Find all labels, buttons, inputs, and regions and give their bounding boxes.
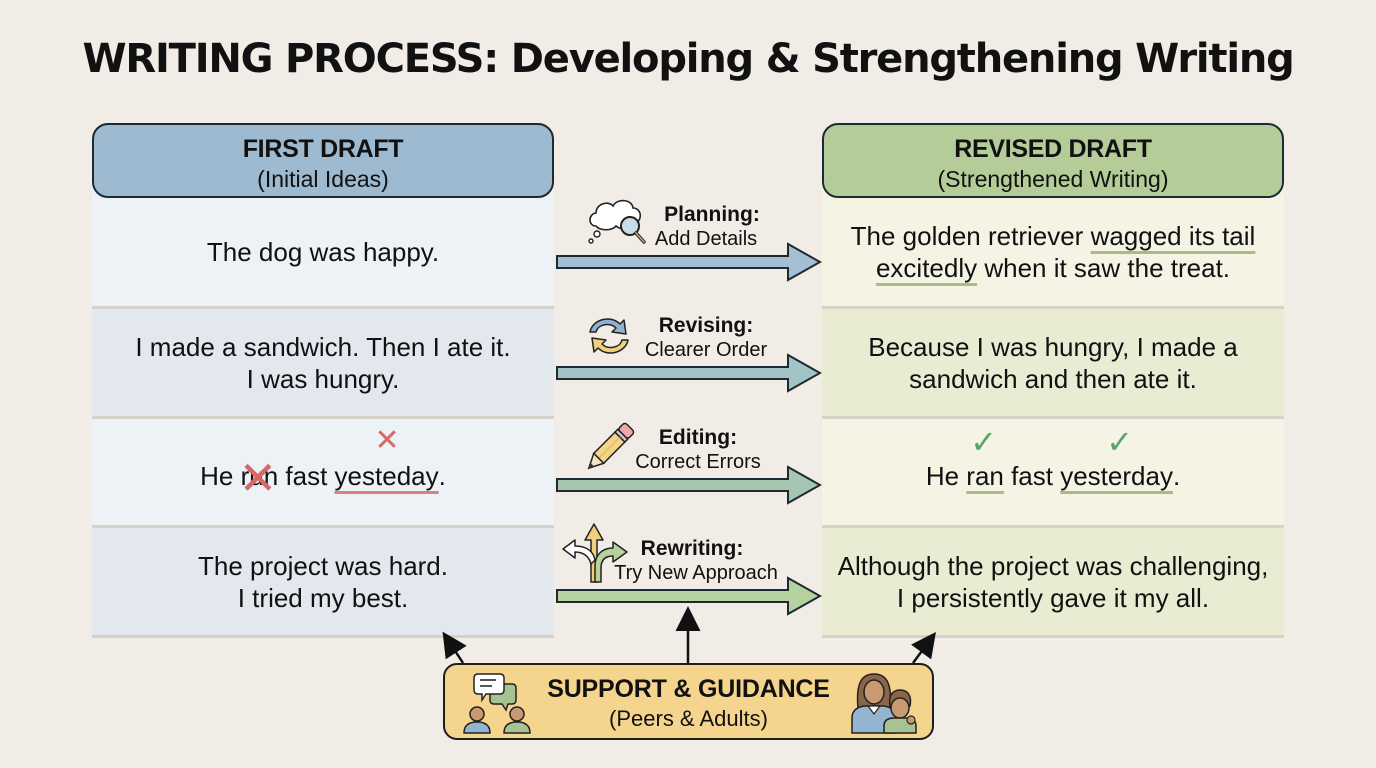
error-x-icon: ✕ [238, 452, 278, 504]
support-subtitle: (Peers & Adults) [609, 706, 768, 731]
adult-child-icon [851, 673, 917, 734]
first-draft-header: FIRST DRAFT (Initial Ideas) [92, 123, 554, 198]
first-draft-row-3: He run✕ fast yesteday✕. [92, 419, 554, 528]
check-icon: ✓ [1106, 424, 1134, 460]
error-x-icon: ✕ [374, 424, 400, 457]
rewriting-arrow [556, 576, 822, 616]
revising-arrow [556, 353, 822, 393]
revised-draft-heading: REVISED DRAFT [954, 135, 1152, 163]
revised-draft-row-4: Although the project was challenging, I … [822, 528, 1284, 638]
corrected-word-yesterday: yesterday✓ [1060, 424, 1173, 491]
branching-arrows-icon [562, 523, 628, 583]
first-draft-text-1: The dog was happy. [206, 237, 440, 267]
planning-label: Planning: Add Details [654, 203, 760, 250]
revised-draft-row-2: Because I was hungry, I made a sandwich … [822, 309, 1284, 419]
revising-label: Revising: Clearer Order [644, 314, 768, 361]
revised-draft-text-3: He ran✓ fast yesterday✓. [925, 424, 1181, 491]
revised-draft-row-3: He ran✓ fast yesterday✓. [822, 419, 1284, 528]
first-draft-subheading: (Initial Ideas) [257, 166, 389, 192]
support-title: SUPPORT & GUIDANCE [547, 675, 830, 703]
first-draft-text-4: The project was hard. I tried my best. [197, 550, 448, 613]
pencil-icon [587, 422, 635, 470]
error-word-yesteday: yesteday✕ [334, 424, 439, 492]
corrected-word-ran: ran✓ [966, 424, 1004, 491]
peer-discussion-icon [463, 673, 531, 734]
thought-cloud-magnifier-icon [588, 199, 646, 244]
revised-draft-subheading: (Strengthened Writing) [937, 166, 1169, 192]
first-draft-row-1: The dog was happy. [92, 186, 554, 309]
editing-arrow [556, 465, 822, 505]
first-draft-heading: FIRST DRAFT [242, 135, 404, 163]
first-draft-text-3: He run✕ fast yesteday✕. [200, 424, 446, 504]
planning-arrow [556, 242, 822, 282]
revised-draft-text-4: Although the project was challenging, I … [837, 550, 1269, 613]
rewriting-label: Rewriting: Try New Approach [614, 537, 778, 584]
diagram-title: WRITING PROCESS: Developing & Strengthen… [82, 36, 1294, 82]
check-icon: ✓ [970, 424, 998, 460]
revised-draft-text-2: Because I was hungry, I made a sandwich … [868, 331, 1238, 394]
revised-draft-header: REVISED DRAFT (Strengthened Writing) [822, 123, 1284, 198]
editing-label: Editing: Correct Errors [635, 426, 761, 473]
error-word-run: run✕ [238, 452, 279, 504]
first-draft-row-2: I made a sandwich. Then I ate it. I was … [92, 309, 554, 419]
first-draft-row-4: The project was hard. I tried my best. [92, 528, 554, 638]
cycle-arrows-icon [589, 318, 629, 354]
first-draft-text-2: I made a sandwich. Then I ate it. I was … [135, 331, 511, 394]
